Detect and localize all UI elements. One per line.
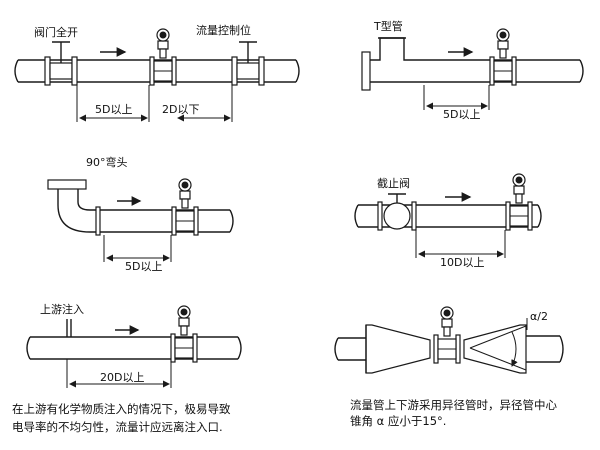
label-alpha-half: α/2: [530, 310, 548, 323]
dim-tee-5d: 5D以上: [443, 108, 480, 121]
note-injection-2: 电导率的不均匀性，流量计应远离注入口.: [12, 420, 223, 434]
label-tee: T型管: [373, 19, 403, 33]
dim-5d: 5D以上: [95, 103, 132, 116]
label-flow-control: 流量控制位: [196, 23, 251, 37]
panel-reducer: α/2 流量管上下游采用异径管时，异径管中心 锥角 α 应小于15°.: [334, 306, 564, 428]
label-upstream-injection: 上游注入: [40, 302, 84, 316]
note-reducer-2: 锥角 α 应小于15°.: [350, 414, 446, 428]
label-elbow: 90°弯头: [86, 155, 128, 169]
panel-valve-flow-control: 阀门全开 流量控制位 5D以上 2D以下: [14, 23, 300, 122]
panel-upstream-injection: 上游注入 20D以上 在上游有化学物质注入的情况下，极易导致 电导率的不均匀性，…: [12, 302, 242, 434]
dim-2d: 2D以下: [162, 103, 199, 116]
dim-elbow-5d: 5D以上: [125, 260, 162, 273]
note-injection-1: 在上游有化学物质注入的情况下，极易导致: [12, 402, 231, 416]
note-reducer-1: 流量管上下游采用异径管时，异径管中心: [350, 398, 557, 412]
panel-stop-valve: 截止阀 10D以上: [354, 173, 542, 269]
label-valve-open: 阀门全开: [34, 25, 78, 39]
panel-tee: T型管 5D以上: [361, 19, 584, 121]
dim-inject-20d: 20D以上: [100, 371, 144, 384]
dim-valve-10d: 10D以上: [440, 256, 484, 269]
label-stop-valve: 截止阀: [377, 176, 410, 190]
panel-elbow: 90°弯头 5D以上: [47, 155, 234, 273]
